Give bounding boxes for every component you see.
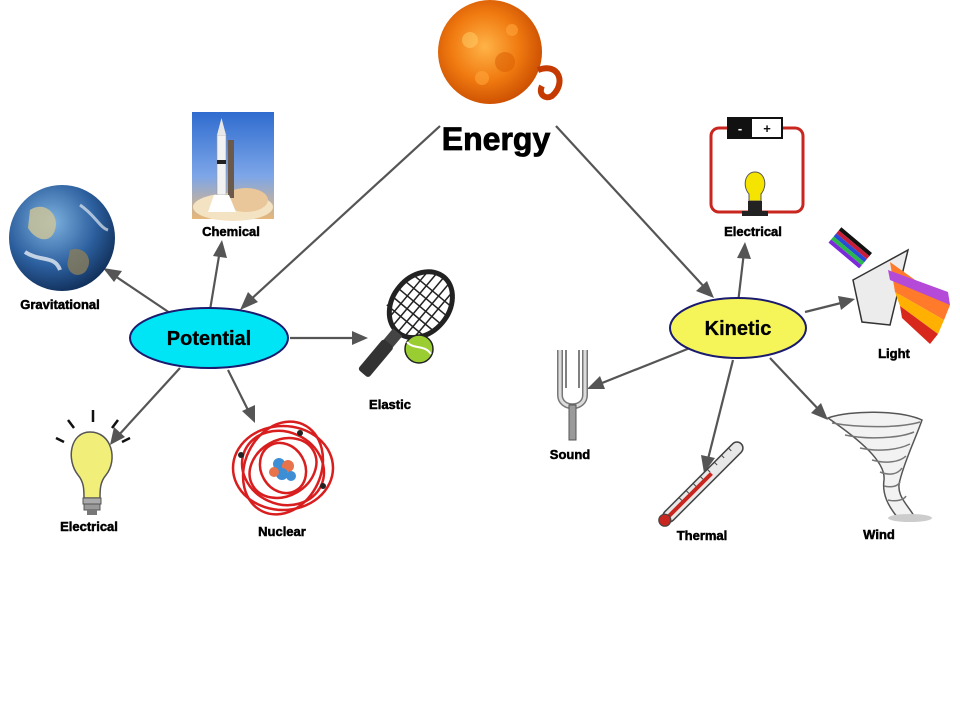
thermometer-icon <box>658 441 744 527</box>
arrow-kinetic-to-electrical <box>736 251 746 304</box>
arrowhead <box>696 281 714 298</box>
kinetic-node: Kinetic <box>669 297 807 359</box>
kinetic-ellipse <box>669 297 807 359</box>
arrow-kinetic-to-light <box>804 300 846 314</box>
arrow-potential-to-electrical <box>116 367 181 438</box>
earth-icon <box>9 185 115 291</box>
label-gravitational: Gravitational <box>20 297 99 312</box>
label-nuclear: Nuclear <box>258 524 306 539</box>
arrow-potential-to-gravitational <box>111 273 171 314</box>
arrowhead <box>587 376 605 389</box>
label-kinetic-electrical: Electrical <box>724 224 782 239</box>
arrowhead <box>242 405 255 423</box>
arrow-potential-to-nuclear <box>227 369 251 415</box>
arrowhead <box>103 268 122 282</box>
tennis-racket-icon <box>358 269 455 377</box>
label-sound: Sound <box>550 447 590 462</box>
arrowhead <box>352 331 368 345</box>
arrow-kinetic-to-wind <box>769 357 822 413</box>
arrowhead <box>737 242 751 259</box>
label-potential-electrical: Electrical <box>60 519 118 534</box>
potential-ellipse <box>129 307 289 369</box>
arrow-kinetic-to-thermal <box>705 359 735 464</box>
prism-icon <box>828 227 950 344</box>
tuning-fork-icon <box>557 350 588 441</box>
arrowhead <box>701 455 715 473</box>
label-chemical: Chemical <box>202 224 260 239</box>
arrow-potential-to-chemical <box>208 249 222 311</box>
rocket-launch-icon <box>192 112 274 221</box>
kinetic-label: Kinetic <box>705 318 772 340</box>
atom-icon <box>231 420 335 516</box>
battery-circuit-icon: - + <box>709 117 805 216</box>
arrow-energy-to-kinetic <box>555 125 708 291</box>
connector-arrows <box>103 125 855 473</box>
label-light: Light <box>878 346 910 361</box>
arrow-energy-to-potential <box>247 125 441 303</box>
label-thermal: Thermal <box>677 528 728 543</box>
sun-icon <box>438 0 563 104</box>
potential-node: Potential <box>129 307 289 369</box>
label-wind: Wind <box>863 527 895 542</box>
arrow-kinetic-to-sound <box>596 346 691 387</box>
arrowhead <box>240 292 258 310</box>
arrowhead <box>213 240 227 258</box>
tornado-icon <box>826 411 932 522</box>
light-bulb-icon <box>55 410 131 515</box>
arrowhead <box>110 427 125 445</box>
title-energy: Energy <box>442 121 551 157</box>
arrowhead <box>811 403 828 420</box>
potential-label: Potential <box>167 328 251 350</box>
label-elastic: Elastic <box>369 397 411 412</box>
svg-text:+: + <box>763 121 771 136</box>
svg-text:-: - <box>738 121 742 136</box>
arrowhead <box>838 296 855 310</box>
